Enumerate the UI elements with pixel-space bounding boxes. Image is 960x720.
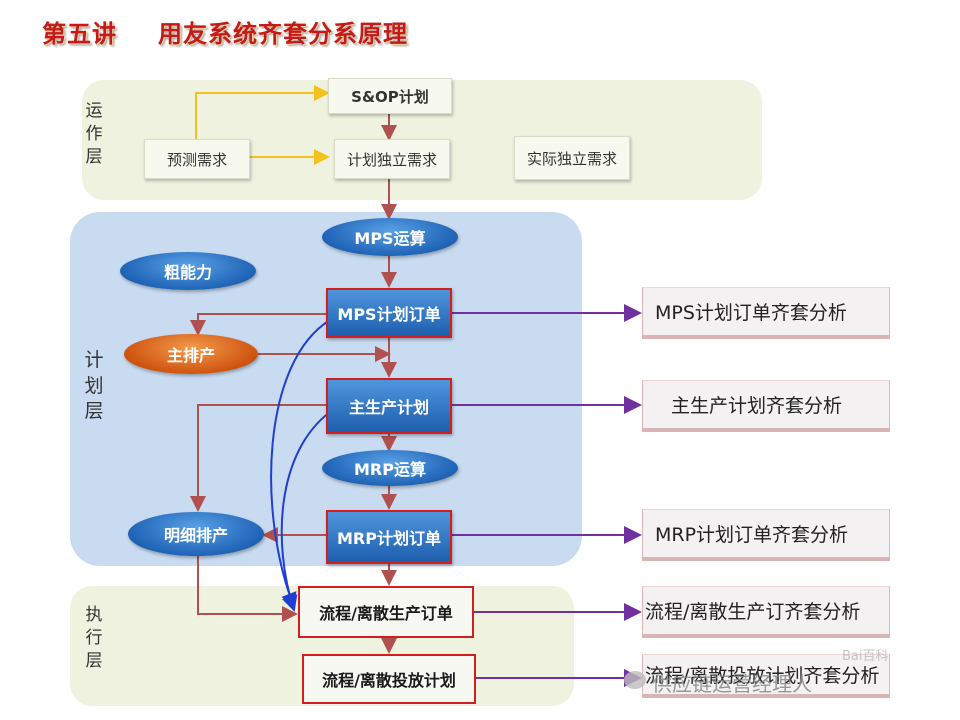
sop-plan-box: S&OP计划 bbox=[328, 78, 452, 114]
release-plan-box: 流程/离散投放计划 bbox=[302, 654, 476, 704]
mps-order-to-master-scheduling-arrow bbox=[190, 313, 326, 336]
mrp-order-analysis-box: MRP计划订单齐套分析 bbox=[642, 509, 890, 561]
master-plan-to-production-order-curve bbox=[280, 411, 331, 612]
detailed-scheduling-ellipse: 明细排产 bbox=[128, 512, 264, 556]
operation-layer-label: 运 作 层 bbox=[85, 101, 103, 167]
actual-independent-demand-box: 实际独立需求 bbox=[514, 136, 630, 180]
mps-planned-order-box: MPS计划订单 bbox=[326, 288, 452, 338]
production-order-analysis-box: 流程/离散生产订齐套分析 bbox=[642, 586, 890, 638]
production-order-box: 流程/离散生产订单 bbox=[298, 586, 474, 638]
master-production-plan-box: 主生产计划 bbox=[326, 378, 452, 434]
mps-order-to-production-order-curve bbox=[270, 319, 331, 609]
master-plan-to-detailed-scheduling-arrow bbox=[190, 404, 326, 512]
wechat-icon bbox=[624, 671, 646, 689]
lecture-number: 第五讲 bbox=[42, 20, 117, 48]
detailed-scheduling-to-production-order-arrow bbox=[197, 556, 298, 622]
account-watermark: 供应链运营经理人 bbox=[652, 672, 812, 696]
release-plan-analysis-box: 流程/离散投放计划齐套分析 bbox=[642, 654, 890, 698]
forecast-to-sop-arrow bbox=[195, 85, 330, 139]
planning-layer-label: 计 划 层 bbox=[84, 349, 104, 423]
diagram-canvas: 运 作 层 计 划 层 执 行 层 bbox=[62, 62, 900, 706]
planned-independent-demand-box: 计划独立需求 bbox=[334, 139, 450, 179]
mrp-planned-order-box: MRP计划订单 bbox=[326, 510, 452, 564]
forecast-demand-box: 预测需求 bbox=[144, 139, 250, 179]
baidu-watermark: Bai百科 bbox=[842, 649, 889, 664]
mps-order-analysis-box: MPS计划订单齐套分析 bbox=[642, 287, 890, 339]
connector-lines bbox=[190, 85, 642, 687]
capacity-ellipse: 粗能力 bbox=[120, 252, 256, 290]
master-scheduling-ellipse: 主排产 bbox=[124, 334, 258, 374]
execution-layer-label: 执 行 层 bbox=[85, 605, 103, 671]
mrp-run-ellipse: MRP运算 bbox=[322, 450, 458, 486]
mps-run-ellipse: MPS运算 bbox=[322, 218, 458, 256]
master-plan-analysis-box: 主生产计划齐套分析 bbox=[642, 380, 890, 432]
page-title: 用友系统齐套分系原理 bbox=[158, 20, 408, 48]
